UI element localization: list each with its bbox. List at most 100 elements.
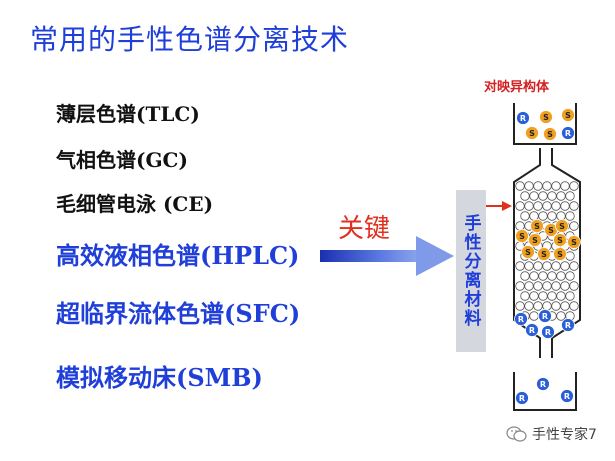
packing-bead (560, 201, 570, 211)
packing-bead (520, 271, 530, 281)
svg-text:S: S (529, 129, 535, 138)
packing-bead (556, 271, 566, 281)
packing-bead (524, 181, 534, 191)
key-label: 关键 (338, 214, 391, 244)
packing-bead (542, 301, 552, 311)
packing-bead (547, 271, 557, 281)
svg-text:S: S (548, 226, 554, 235)
svg-text:S: S (534, 222, 540, 231)
packing-bead (542, 261, 552, 271)
packing-bead (560, 301, 570, 311)
svg-text:R: R (518, 315, 524, 324)
packing-bead (551, 261, 561, 271)
s-enantiomer-particle: S (555, 219, 569, 233)
packing-bead (520, 191, 530, 201)
svg-text:S: S (565, 111, 571, 120)
packing-bead (547, 211, 557, 221)
svg-text:S: S (557, 236, 563, 245)
packing-bead (533, 201, 543, 211)
packing-bead (520, 211, 530, 221)
svg-text:S: S (543, 113, 549, 122)
r-enantiomer-particle: R (536, 377, 550, 391)
chiral-material-box: 手性分离材料 (456, 190, 486, 352)
s-enantiomer-particle: S (515, 229, 529, 243)
r-enantiomer-particle: R (525, 323, 539, 337)
packing-bead (515, 301, 525, 311)
technique-hplc: 高效液相色谱(HPLC) (56, 241, 300, 270)
watermark: 手性专家7 (506, 424, 597, 444)
packing-bead (565, 211, 575, 221)
wechat-icon (506, 426, 527, 442)
packing-bead (524, 301, 534, 311)
svg-text:R: R (565, 321, 571, 330)
packing-bead (515, 201, 525, 211)
pointer-arrow (486, 201, 512, 211)
technique-sfc: 超临界流体色谱(SFC) (56, 299, 301, 328)
svg-text:R: R (565, 129, 571, 138)
bottom-beaker (513, 372, 577, 411)
packing-bead (515, 221, 525, 231)
packing-bead (547, 291, 557, 301)
s-enantiomer-particle: S (528, 233, 542, 247)
top-beaker (513, 103, 577, 145)
s-enantiomer-particle: S (561, 108, 575, 122)
technique-smb: 模拟移动床(SMB) (56, 363, 263, 392)
svg-text:R: R (542, 312, 548, 321)
svg-text:S: S (532, 236, 538, 245)
packing-bead (569, 261, 579, 271)
svg-text:R: R (545, 328, 551, 337)
packing-bead (524, 201, 534, 211)
technique-gc: 气相色谱(GC) (56, 148, 188, 172)
s-enantiomer-particle: S (553, 247, 567, 261)
packing-bead (538, 271, 548, 281)
packing-bead (538, 191, 548, 201)
svg-text:R: R (520, 114, 526, 123)
s-enantiomer-particle: S (525, 126, 539, 140)
enantiomers-label: 对映异构体 (484, 80, 550, 95)
packing-bead (538, 211, 548, 221)
packing-bead (569, 301, 579, 311)
s-enantiomer-particle: S (567, 235, 581, 249)
packing-bead (529, 271, 539, 281)
packing-bead (556, 291, 566, 301)
packing-bead (533, 261, 543, 271)
packing-bead (551, 281, 561, 291)
technique-ce: 毛细管电泳 (CE) (56, 192, 214, 216)
packing-bead (520, 291, 530, 301)
chiral-material-label: 手性分离材料 (460, 214, 481, 328)
s-enantiomer-particle: S (553, 233, 567, 247)
watermark-text: 手性专家7 (532, 427, 597, 443)
packing-bead (547, 191, 557, 201)
s-enantiomer-particle: S (537, 247, 551, 261)
packing-bead (533, 281, 543, 291)
svg-text:R: R (519, 394, 525, 403)
packing-bead (551, 181, 561, 191)
svg-text:S: S (547, 130, 553, 139)
packing-bead (569, 201, 579, 211)
packing-bead (565, 251, 575, 261)
packing-bead (529, 211, 539, 221)
slide-title: 常用的手性色谱分离技术 (30, 23, 350, 56)
packing-bead (565, 191, 575, 201)
svg-text:S: S (559, 222, 565, 231)
packing-bead (569, 221, 579, 231)
technique-tlc: 薄层色谱(TLC) (56, 102, 200, 126)
packing-bead (515, 181, 525, 191)
r-enantiomer-particle: R (514, 312, 528, 326)
packing-bead (533, 181, 543, 191)
packing-bead (542, 281, 552, 291)
s-enantiomer-particle: S (521, 245, 535, 259)
svg-text:R: R (540, 380, 546, 389)
s-enantiomer-particle: S (530, 219, 544, 233)
r-enantiomer-particle: R (541, 325, 555, 339)
svg-text:S: S (525, 248, 531, 257)
packing-bead (565, 271, 575, 281)
packing-bead (560, 261, 570, 271)
svg-text:S: S (557, 250, 563, 259)
packing-bead (560, 281, 570, 291)
packing-bead (556, 311, 566, 321)
packing-bead (560, 181, 570, 191)
packing-bead (542, 181, 552, 191)
svg-text:S: S (541, 250, 547, 259)
packing-bead (551, 201, 561, 211)
